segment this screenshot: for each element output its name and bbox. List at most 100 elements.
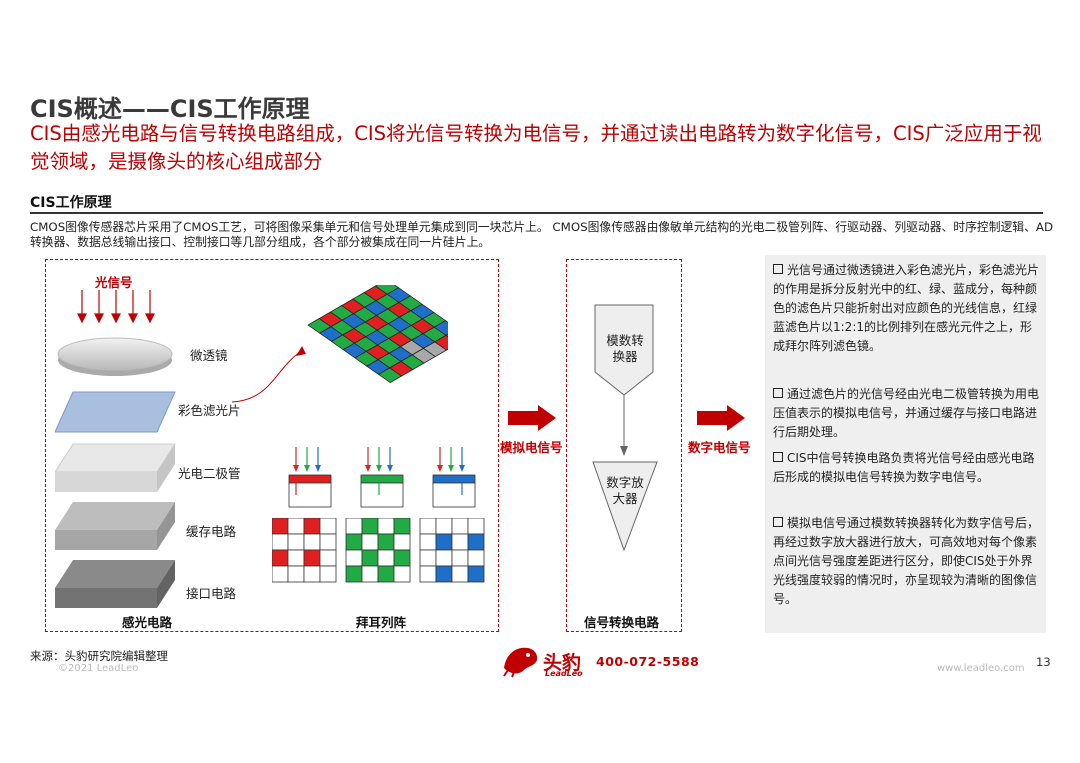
pixel-cell — [287, 518, 305, 535]
pixel-cell — [360, 474, 404, 484]
brand-name-en: LeadLeo — [545, 669, 583, 678]
bayer-array-label: 拜耳列阵 — [356, 615, 407, 630]
layer-label-microlens: 微透镜 — [190, 348, 228, 363]
photosensitive-frame — [45, 259, 499, 632]
note-item: CIS中信号转换电路负责将光信号经由感光电路后形成的模拟电信号转换为数字电信号。 — [773, 451, 1035, 484]
pixel-cell — [419, 518, 437, 535]
buffer-circuit-icon — [55, 502, 175, 550]
pixel-cell — [467, 533, 485, 551]
pixel-cell — [303, 549, 321, 567]
analog-arrow-icon — [508, 405, 556, 431]
photodiode-icon — [55, 443, 176, 492]
layer-label-buffer: 缓存电路 — [186, 524, 237, 539]
pixel-cell — [288, 482, 332, 508]
bayer-mosaic-icon — [307, 285, 448, 384]
layer-label-interface: 接口电路 — [186, 586, 237, 601]
photosensitive-circuit-label: 感光电路 — [122, 615, 173, 630]
analog-signal-label: 模拟电信号 — [500, 440, 563, 455]
light-ray-head — [293, 465, 299, 472]
digital-signal-label: 数字电信号 — [688, 440, 751, 455]
pixel-cell — [393, 533, 411, 551]
curved-arrow-icon — [231, 346, 306, 403]
pixel-cell — [319, 565, 337, 583]
pixel-cell — [451, 565, 469, 583]
pixel-cell — [319, 549, 337, 567]
bayer-grids-icon — [272, 518, 485, 583]
pixel-cell — [361, 533, 379, 551]
brand-name: 头豹 — [543, 652, 582, 674]
checkbox-icon — [773, 264, 783, 274]
microlens-icon — [57, 337, 173, 376]
light-ray-head — [448, 465, 454, 472]
light-ray-head — [304, 465, 310, 472]
layer-label-photodiode: 光电二极管 — [178, 466, 241, 481]
pixel-cell — [451, 518, 469, 535]
color-filter-icon — [55, 391, 176, 433]
pixel-cell — [361, 518, 379, 535]
website-url: www.leadleo.com — [937, 663, 1025, 674]
pixel-cell — [272, 518, 289, 535]
leopard-logo-icon — [503, 647, 538, 678]
pixel-cell — [303, 533, 321, 551]
signal-conversion-label: 信号转换电路 — [584, 615, 660, 630]
pixel-cell — [419, 549, 437, 567]
checkbox-icon — [773, 517, 783, 527]
signal-chain-icon — [592, 304, 658, 552]
pixel-filter-cells-icon — [288, 447, 476, 508]
pixel-cell — [345, 549, 363, 567]
adc-label: 模数转换器 — [606, 333, 644, 364]
light-ray-head — [437, 465, 443, 472]
pixel-cell — [303, 518, 321, 535]
pixel-cell — [345, 518, 363, 535]
pixel-cell — [451, 533, 469, 551]
pixel-cell — [393, 565, 411, 583]
pixel-cell — [272, 565, 289, 583]
section-title: CIS工作原理 — [30, 195, 112, 211]
light-ray-head — [365, 465, 371, 472]
source-note: 来源：头豹研究院编辑整理 — [30, 649, 168, 663]
pixel-cell — [467, 549, 485, 567]
pixel-cell — [433, 320, 448, 336]
pixel-cell — [419, 565, 437, 583]
pixel-cell — [467, 518, 485, 535]
light-arrows-icon — [77, 290, 155, 324]
light-ray-head — [376, 465, 382, 472]
pixel-cell — [319, 518, 337, 535]
section-divider — [30, 212, 1043, 214]
light-signal-label: 光信号 — [95, 275, 133, 290]
pixel-cell — [434, 334, 448, 351]
pixel-cell — [435, 533, 453, 551]
pixel-cell — [432, 482, 476, 508]
layer-label-color-filter: 彩色滤光片 — [178, 403, 241, 418]
pixel-cell — [361, 549, 379, 567]
pixel-cell — [377, 549, 395, 567]
pixel-cell — [303, 565, 321, 583]
page-subtitle: CIS由感光电路与信号转换电路组成，CIS将光信号转换为电信号，并通过读出电路转… — [30, 122, 1042, 173]
pixel-cell — [435, 549, 453, 567]
pixel-cell — [419, 533, 437, 551]
pixel-cell — [287, 565, 305, 583]
interface-circuit-icon — [55, 560, 175, 608]
pixel-cell — [377, 565, 395, 583]
pixel-cell — [451, 549, 469, 567]
pixel-cell — [360, 482, 404, 508]
pixel-cell — [287, 533, 305, 551]
checkbox-icon — [773, 388, 783, 398]
pixel-cell — [435, 518, 453, 535]
pixel-cell — [435, 565, 453, 583]
note-item: 模拟电信号通过模数转换器转化为数字信号后，再经过数字放大器进行放大，可高效地对每… — [773, 516, 1040, 606]
section-description: CMOS图像传感器芯片采用了CMOS工艺，可将图像采集单元和信号处理单元集成到同… — [30, 220, 1054, 249]
pixel-cell — [319, 533, 337, 551]
digital-arrow-icon — [697, 405, 745, 431]
light-ray-head — [387, 465, 393, 472]
pixel-cell — [345, 533, 363, 551]
pixel-cell — [377, 518, 395, 535]
page-title: CIS概述——CIS工作原理 — [30, 95, 310, 123]
note-item: 光信号通过微透镜进入彩色滤光片，彩色滤光片的作用是拆分反射光中的红、绿、蓝成分，… — [773, 263, 1040, 353]
pixel-cell — [377, 533, 395, 551]
pixel-cell — [288, 474, 332, 484]
pixel-cell — [467, 565, 485, 583]
pixel-cell — [345, 565, 363, 583]
pixel-cell — [393, 518, 411, 535]
light-ray-head — [459, 465, 465, 472]
